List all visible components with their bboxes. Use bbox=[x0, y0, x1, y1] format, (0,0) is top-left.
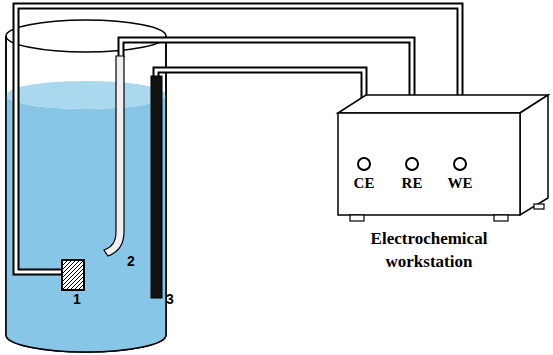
electrolyte bbox=[6, 95, 166, 352]
workstation: Electrochemical workstation bbox=[338, 113, 520, 215]
callout-number: 2 bbox=[127, 254, 135, 268]
device-caption: Electrochemical workstation bbox=[328, 227, 530, 273]
terminal-label: RE bbox=[402, 176, 423, 191]
reference-electrode bbox=[104, 56, 124, 256]
workstation-box bbox=[338, 95, 548, 221]
beaker bbox=[6, 20, 166, 352]
terminal-label: CE bbox=[354, 176, 375, 191]
working-electrode bbox=[62, 260, 84, 290]
callout-number: 3 bbox=[166, 292, 174, 306]
terminal-label: WE bbox=[447, 176, 472, 191]
callout-number: 1 bbox=[73, 292, 81, 306]
counter-electrode bbox=[151, 76, 162, 298]
